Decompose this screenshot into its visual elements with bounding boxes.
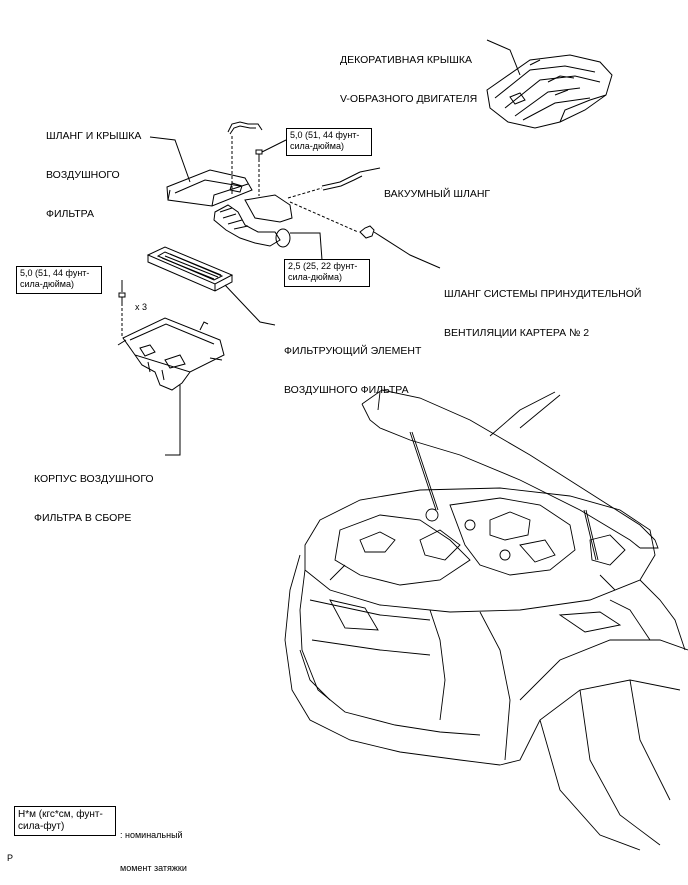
- legend-torque-box: Н*м (кгс*см, фунт- сила-фут): [14, 806, 116, 836]
- torque-spec-clamp: 2,5 (25, 22 фунт- сила-дюйма): [284, 259, 370, 287]
- filter-element-drawing: [146, 246, 234, 292]
- air-filter-cap-drawing: [166, 169, 293, 248]
- torque-spec-case-bolts: 5,0 (51, 44 фунт- сила-дюйма): [16, 266, 102, 294]
- exploded-view-illustration: [117, 39, 688, 851]
- label-pcv-hose: ШЛАНГ СИСТЕМЫ ПРИНУДИТЕЛЬНОЙ ВЕНТИЛЯЦИИ …: [444, 288, 642, 339]
- corner-mark: P: [7, 853, 14, 863]
- case-bolts-quantity: x 3: [135, 302, 148, 312]
- vehicle-drawing: [284, 389, 688, 851]
- torque-spec-top-bolt: 5,0 (51, 44 фунт- сила-дюйма): [286, 128, 372, 156]
- engine-cover-drawing: [486, 54, 613, 129]
- label-filter-case: КОРПУС ВОЗДУШНОГО ФИЛЬТРА В СБОРЕ: [34, 473, 154, 524]
- label-vacuum-hose: ВАКУУМНЫЙ ШЛАНГ: [384, 188, 491, 200]
- label-filter-element: ФИЛЬТРУЮЩИЙ ЭЛЕМЕНТ ВОЗДУШНОГО ФИЛЬТРА: [284, 345, 422, 396]
- filter-case-drawing: [117, 317, 225, 391]
- legend-description: : номинальный момент затяжки: [120, 830, 187, 873]
- label-engine-cover: ДЕКОРАТИВНАЯ КРЫШКА V-ОБРАЗНОГО ДВИГАТЕЛ…: [340, 54, 478, 105]
- bolt-top-drawing: [255, 149, 263, 162]
- label-hose-and-cap: ШЛАНГ И КРЫШКА ВОЗДУШНОГО ФИЛЬТРА: [46, 130, 142, 220]
